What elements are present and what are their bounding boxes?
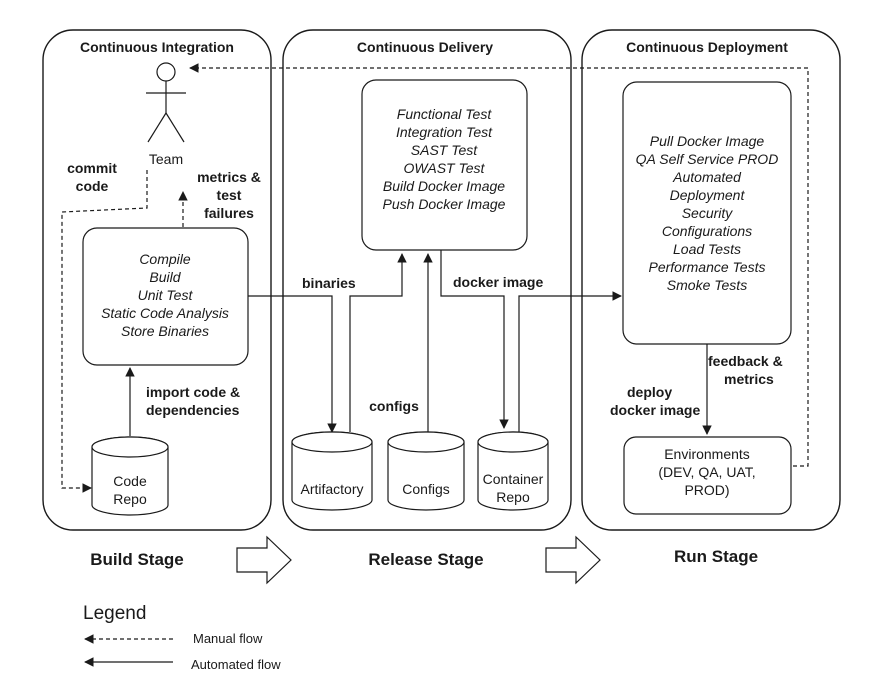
docker-image-label: docker image: [453, 274, 543, 290]
configs-repo-label: Configs: [402, 481, 449, 497]
cdep-title: Continuous Deployment: [626, 39, 788, 55]
configs-label: configs: [369, 398, 419, 414]
release-stage-label: Release Stage: [368, 550, 483, 569]
delivery-steps-list: Functional Test Integration Test SAST Te…: [383, 106, 506, 212]
delivery-step: SAST Test: [411, 142, 479, 158]
code-repo-label-line2: Repo: [113, 491, 147, 507]
docker-image-push-flow: [440, 250, 509, 429]
legend-title: Legend: [83, 603, 146, 624]
delivery-step: Build Docker Image: [383, 178, 505, 194]
delivery-step: OWAST Test: [404, 160, 486, 176]
feedback-label: feedback &: [708, 353, 783, 369]
deploy-step: Security: [682, 205, 734, 221]
build-to-release-arrow-icon: [236, 535, 292, 585]
binaries-flow: [248, 295, 337, 433]
artifactory-label: Artifactory: [300, 481, 363, 497]
commit-code-label: commit: [67, 160, 117, 176]
container-to-deploy-flow: [518, 291, 622, 432]
container-repo-cylinder: [477, 431, 549, 511]
delivery-step: Push Docker Image: [383, 196, 506, 212]
deploy-docker-label: deploy: [627, 384, 672, 400]
container-repo-label-line2: Repo: [496, 489, 530, 505]
code-repo-cylinder: [91, 436, 169, 516]
delivery-step: Functional Test: [397, 106, 493, 122]
feedback-label-line2: metrics: [724, 371, 774, 387]
metrics-failures-label-line3: failures: [204, 205, 254, 221]
feedback-loop-flow: [189, 63, 809, 467]
build-step: Build: [149, 269, 181, 285]
deploy-step: Configurations: [662, 223, 752, 239]
deploy-step: Pull Docker Image: [650, 133, 765, 149]
import-code-label-line2: dependencies: [146, 402, 240, 418]
deploy-step: QA Self Service PROD: [636, 151, 779, 167]
team-actor-icon: [146, 62, 186, 143]
build-step: Unit Test: [138, 287, 194, 303]
environments-label-line2: (DEV, QA, UAT,: [658, 464, 755, 480]
build-stage-label: Build Stage: [90, 550, 184, 569]
delivery-steps-box: [361, 79, 528, 251]
commit-code-flow: [61, 170, 148, 493]
run-stage-label: Run Stage: [674, 547, 758, 566]
build-step: Compile: [139, 251, 191, 267]
build-step: Store Binaries: [121, 323, 209, 339]
environments-label: Environments: [664, 446, 750, 462]
metrics-failures-label: metrics &: [197, 169, 261, 185]
binaries-label: binaries: [302, 275, 356, 291]
metrics-failures-label-line2: test: [217, 187, 242, 203]
automated-flow-legend-label: Automated flow: [191, 657, 281, 672]
cd-title: Continuous Delivery: [357, 39, 493, 55]
deploy-step: Load Tests: [673, 241, 741, 257]
commit-code-label-line2: code: [76, 178, 109, 194]
build-step: Static Code Analysis: [101, 305, 229, 321]
import-code-label: import code &: [146, 384, 240, 400]
build-steps-list: Compile Build Unit Test Static Code Anal…: [101, 251, 229, 339]
delivery-step: Integration Test: [396, 124, 493, 140]
code-repo-label: Code: [113, 473, 147, 489]
deploy-steps-list: Pull Docker Image QA Self Service PROD A…: [636, 133, 779, 293]
deploy-docker-label-line2: docker image: [610, 402, 700, 418]
deploy-step: Automated: [672, 169, 742, 185]
configs-cylinder: [387, 431, 465, 511]
manual-flow-legend-label: Manual flow: [193, 631, 263, 646]
environments-box: [623, 436, 792, 515]
artifactory-to-delivery-flow: [349, 253, 407, 432]
ci-title: Continuous Integration: [80, 39, 234, 55]
deploy-step: Smoke Tests: [667, 277, 747, 293]
team-label: Team: [149, 151, 183, 167]
deploy-step: Performance Tests: [649, 259, 766, 275]
deploy-step: Deployment: [670, 187, 746, 203]
artifactory-cylinder: [291, 431, 373, 511]
container-repo-label: Container: [483, 471, 544, 487]
release-to-run-arrow-icon: [545, 535, 601, 585]
environments-label-line3: PROD): [684, 482, 729, 498]
